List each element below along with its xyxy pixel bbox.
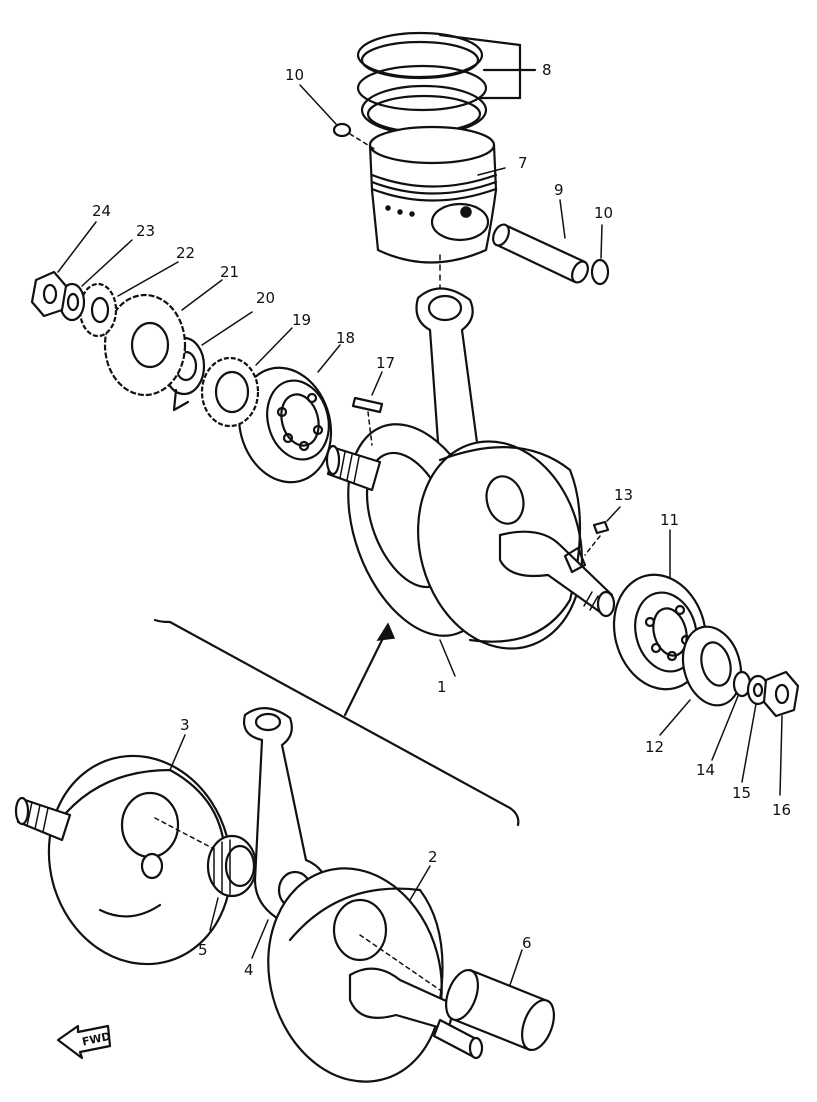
callout-13: 13 <box>614 486 633 504</box>
crank-half-right <box>267 865 484 1083</box>
callout-5: 5 <box>198 941 208 959</box>
callout-15: 15 <box>732 784 751 802</box>
callout-22: 22 <box>176 244 195 262</box>
callout-4: 4 <box>244 961 254 979</box>
crank-half-left <box>14 734 236 966</box>
callout-10-right: 10 <box>594 204 613 222</box>
callout-7: 7 <box>518 154 528 172</box>
callout-14: 14 <box>696 761 715 779</box>
callout-8: 8 <box>542 61 552 79</box>
callout-11: 11 <box>660 511 679 529</box>
gear-19 <box>200 327 293 428</box>
callout-21: 21 <box>220 263 239 281</box>
nut-right <box>762 670 800 796</box>
callout-2: 2 <box>428 848 438 866</box>
washer-14 <box>711 670 752 761</box>
piston <box>368 125 506 264</box>
washer-15 <box>741 674 770 783</box>
circlip-right <box>590 224 610 286</box>
fwd-label: FWD <box>81 1030 112 1049</box>
callout-23: 23 <box>136 222 155 240</box>
fwd-arrow-icon <box>56 1024 112 1060</box>
callout-16: 16 <box>772 801 791 819</box>
callout-1: 1 <box>437 678 447 696</box>
gear-22 <box>78 261 179 338</box>
oil-seal <box>659 625 743 736</box>
crankshaft-assembly <box>325 287 616 650</box>
circlip-left <box>299 84 377 151</box>
needle-bearing <box>206 834 258 931</box>
callout-6: 6 <box>522 934 532 952</box>
callout-10-left: 10 <box>285 66 304 84</box>
leader-1 <box>439 639 456 677</box>
callout-3: 3 <box>180 716 190 734</box>
assembly-bracket <box>153 618 520 827</box>
woodruff-key <box>351 371 384 446</box>
piston-rings <box>356 31 537 136</box>
callout-17: 17 <box>376 354 395 372</box>
piston-pin <box>492 199 589 284</box>
callout-18: 18 <box>336 329 355 347</box>
crank-pin <box>445 949 555 1052</box>
bearing-left <box>237 344 341 484</box>
callout-19: 19 <box>292 311 311 329</box>
callout-9: 9 <box>554 181 564 199</box>
callout-24: 24 <box>92 202 111 220</box>
nut-left <box>30 221 97 318</box>
gear-21 <box>103 279 223 397</box>
callout-20: 20 <box>256 289 275 307</box>
callout-12: 12 <box>645 738 664 756</box>
key-right <box>584 506 621 556</box>
